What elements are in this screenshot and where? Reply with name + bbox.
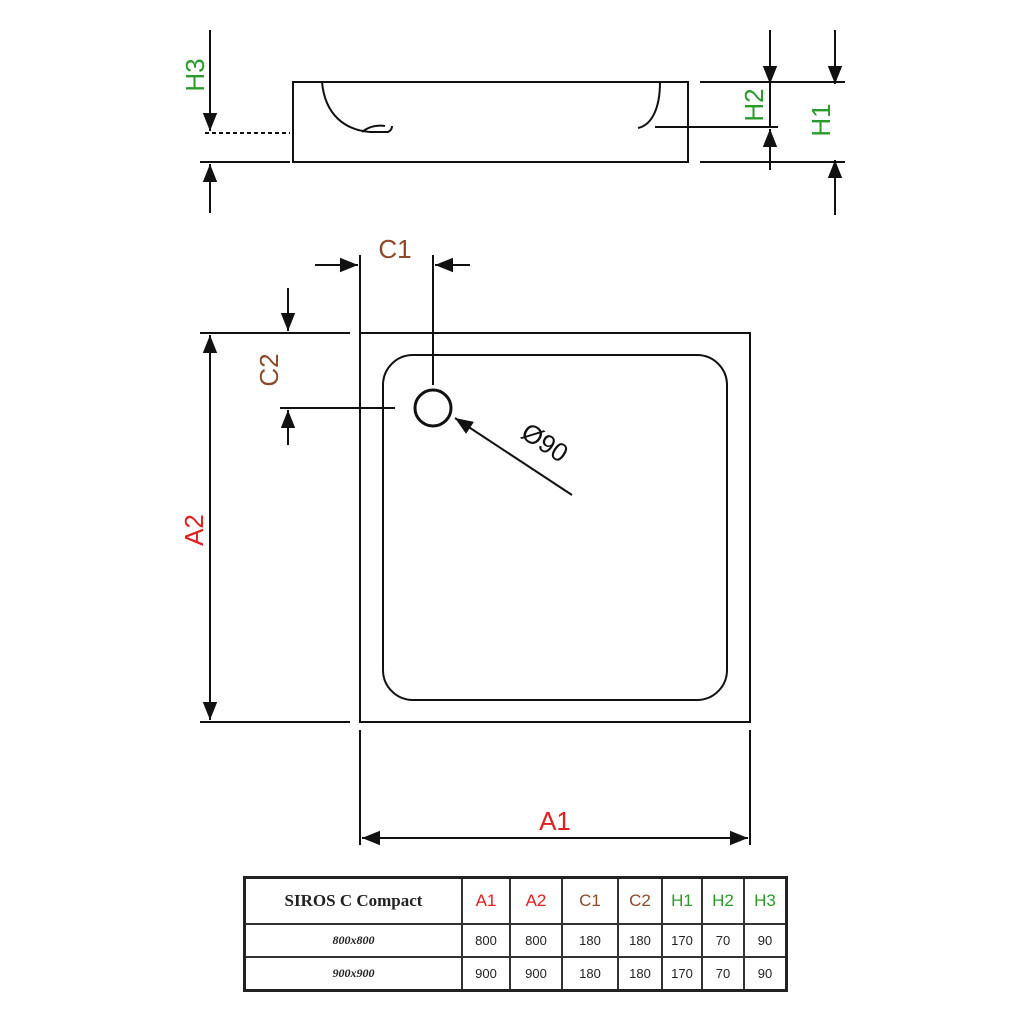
cell-a2: 800 [509, 923, 563, 958]
cell-a1: 800 [461, 923, 511, 958]
label-h3: H3 [180, 58, 210, 91]
cell-h1: 170 [661, 956, 703, 992]
cell-c1: 180 [561, 923, 619, 958]
label-diameter: Ø90 [516, 416, 574, 468]
label-h1: H1 [806, 103, 836, 136]
cell-h1: 170 [661, 923, 703, 958]
label-c1: C1 [378, 234, 411, 264]
header-h3: H3 [743, 876, 788, 925]
label-a2: A2 [179, 514, 209, 546]
header-c1: C1 [561, 876, 619, 925]
cell-c2: 180 [617, 923, 663, 958]
label-a1: A1 [539, 806, 571, 836]
cell-h2: 70 [701, 923, 745, 958]
row-size: 800x800 [243, 923, 463, 958]
cell-h2: 70 [701, 956, 745, 992]
cell-h3: 90 [743, 923, 788, 958]
table-row: 800x800 800 800 180 180 170 70 90 [243, 923, 788, 958]
drain-circle [413, 388, 453, 428]
header-c2: C2 [617, 876, 663, 925]
dimensions-table: SIROS C Compact A1 A2 C1 C2 H1 H2 H3 800… [243, 876, 788, 992]
cell-a2: 900 [509, 956, 563, 992]
header-h2: H2 [701, 876, 745, 925]
cell-a1: 900 [461, 956, 511, 992]
label-c2: C2 [254, 353, 284, 386]
table-title: SIROS C Compact [243, 876, 463, 925]
header-h1: H1 [661, 876, 703, 925]
cell-c1: 180 [561, 956, 619, 992]
cell-c2: 180 [617, 956, 663, 992]
plan-view [200, 255, 751, 846]
row-size: 900x900 [243, 956, 463, 992]
header-a1: A1 [461, 876, 511, 925]
cell-h3: 90 [743, 956, 788, 992]
header-a2: A2 [509, 876, 563, 925]
label-h2: H2 [739, 88, 769, 121]
table-row: 900x900 900 900 180 180 170 70 90 [243, 956, 788, 992]
side-profile [200, 30, 845, 215]
table-header-row: SIROS C Compact A1 A2 C1 C2 H1 H2 H3 [243, 876, 788, 925]
